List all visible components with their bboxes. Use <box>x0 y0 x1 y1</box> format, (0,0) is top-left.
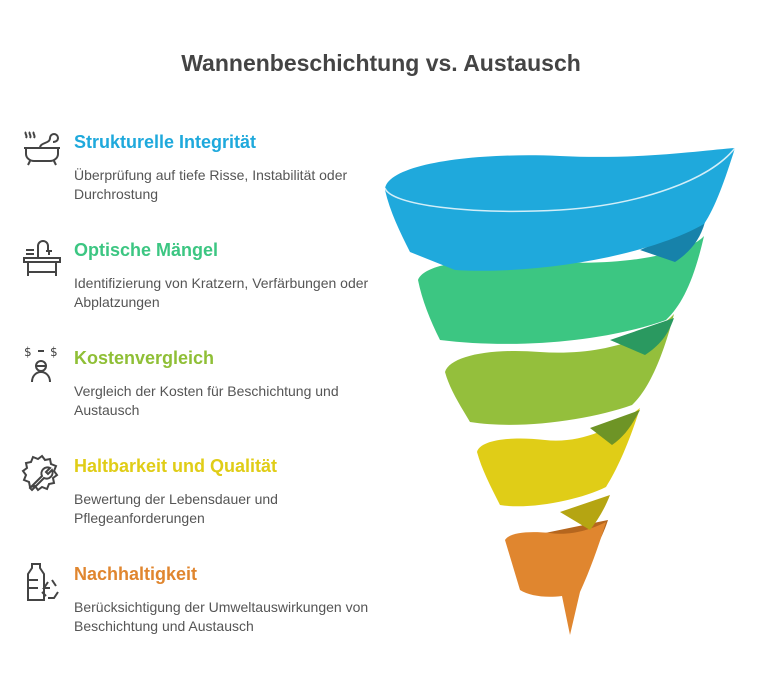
funnel-layer-blue-back <box>640 222 705 262</box>
funnel-layer-orange <box>505 522 606 635</box>
bathtub-icon <box>24 131 60 166</box>
page-title: Wannenbeschichtung vs. Austausch <box>181 50 581 76</box>
person-cost-icon: $ $ <box>24 345 58 383</box>
item-description: Vergleich der Kosten für Beschichtung un… <box>74 383 339 418</box>
funnel-blue-rim <box>384 147 736 212</box>
item-heading: Strukturelle Integrität <box>74 132 257 152</box>
funnel-layer-green-back <box>610 318 674 355</box>
funnel-layer-yellow-back <box>560 495 610 530</box>
item-heading: Nachhaltigkeit <box>74 564 198 584</box>
svg-text:$: $ <box>50 345 58 359</box>
funnel-layer-yellowgreen-back <box>590 410 640 445</box>
item-heading: Kostenvergleich <box>74 348 215 368</box>
recycle-bottle-icon <box>27 563 59 601</box>
item-description: Identifizierung von Kratzern, Verfärbung… <box>74 275 369 310</box>
item-description: Berücksichtigung der Umweltauswirkungen … <box>74 599 369 634</box>
item-description: Bewertung der Lebensdauer und Pflegeanfo… <box>74 491 278 526</box>
item-heading: Optische Mängel <box>74 240 219 260</box>
sink-faucet-icon <box>23 240 61 276</box>
item-heading: Haltbarkeit und Qualität <box>74 456 278 476</box>
funnel-layer-yellowgreen <box>445 314 674 425</box>
svg-text:$: $ <box>24 345 32 359</box>
gear-wrench-icon <box>21 454 59 492</box>
item-description: Überprüfung auf tiefe Risse, Instabilitä… <box>74 167 348 202</box>
